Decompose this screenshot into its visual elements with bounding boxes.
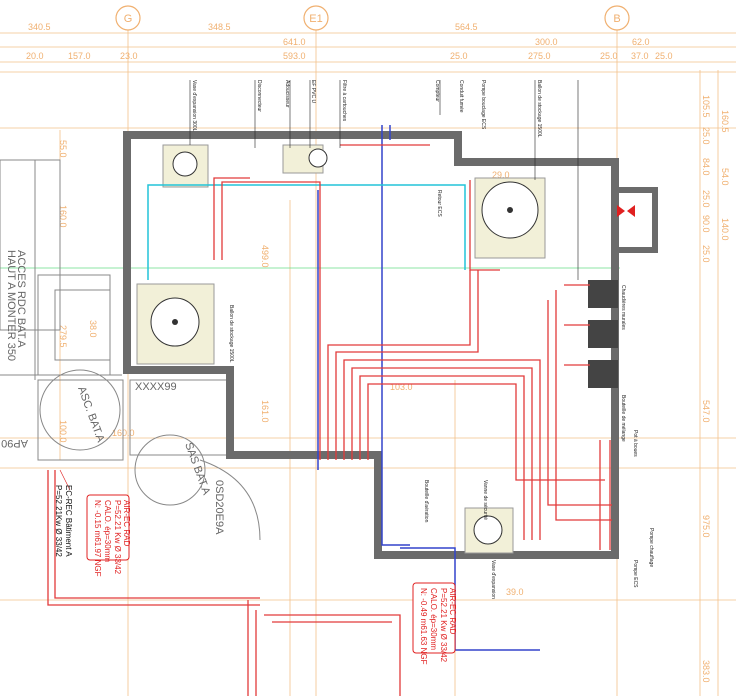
door-code-3: 0SD20E9A	[213, 480, 225, 535]
svg-text:105.5: 105.5	[701, 95, 711, 118]
boiler-room-walls	[123, 131, 619, 559]
svg-text:25.0: 25.0	[655, 51, 673, 61]
room-label-asc: ASC. BAT.A	[75, 385, 107, 445]
svg-text:AIR-EC RAD: AIR-EC RAD	[448, 588, 457, 634]
svg-text:Filtre à cartouches: Filtre à cartouches	[341, 80, 347, 122]
flue-icon	[617, 205, 635, 217]
svg-text:90.0: 90.0	[701, 215, 711, 233]
svg-text:564.5: 564.5	[455, 22, 478, 32]
room-label-acces: ACCES RDC BAT.A	[15, 250, 27, 348]
svg-text:55.0: 55.0	[58, 140, 68, 158]
svg-text:62.0: 62.0	[632, 37, 650, 47]
svg-text:54.0: 54.0	[720, 168, 730, 186]
svg-text:499.0: 499.0	[260, 245, 270, 268]
door-code-2: AP90	[1, 437, 28, 449]
right-dimensions: 105.5 25.0 84.0 25.0 90.0 25.0 547.0 975…	[701, 95, 730, 683]
axis-bubble-e1: E1	[303, 5, 329, 31]
storage-tank-right	[474, 177, 546, 259]
svg-text:Retour ECS: Retour ECS	[436, 190, 442, 217]
svg-text:39.0: 39.0	[506, 587, 524, 597]
svg-text:Chaudières murales: Chaudières murales	[620, 285, 626, 330]
svg-text:P=52.21 Kw Ø 33/42: P=52.21 Kw Ø 33/42	[439, 588, 448, 663]
svg-text:100.0: 100.0	[58, 420, 68, 443]
svg-text:300.0: 300.0	[535, 37, 558, 47]
axis-bubble-b: B	[604, 5, 630, 31]
svg-text:25.0: 25.0	[701, 127, 711, 145]
svg-text:23.0: 23.0	[120, 51, 138, 61]
svg-text:Pompe chauffage: Pompe chauffage	[648, 528, 654, 567]
svg-text:25.0: 25.0	[450, 51, 468, 61]
svg-text:593.0: 593.0	[283, 51, 306, 61]
svg-text:Pompe ECS: Pompe ECS	[632, 560, 638, 588]
svg-text:Adoucisseur: Adoucisseur	[284, 80, 290, 108]
svg-text:P=52.21 Kw Ø 33/42: P=52.21 Kw Ø 33/42	[113, 500, 122, 575]
svg-text:Vanne de sécurité: Vanne de sécurité	[482, 480, 488, 520]
svg-text:Pot à boues: Pot à boues	[632, 430, 638, 457]
svg-text:641.0: 641.0	[283, 37, 306, 47]
svg-text:29.0: 29.0	[492, 170, 510, 180]
svg-text:EF PVC U: EF PVC U	[310, 80, 316, 103]
svg-text:25.0: 25.0	[701, 245, 711, 263]
svg-text:Conduit fumée: Conduit fumée	[458, 80, 464, 113]
top-dimensions: 340.5 348.5 564.5 641.0 300.0 62.0 20.0 …	[26, 22, 673, 61]
expansion-vessel	[162, 144, 209, 188]
softener	[282, 144, 328, 174]
svg-text:37.0: 37.0	[631, 51, 649, 61]
svg-text:G: G	[124, 13, 133, 25]
hot-water-pipes	[47, 144, 612, 696]
callout-box-1: AIR-EC RAD P=52.21 Kw Ø 33/42 CALO. ép=3…	[86, 494, 131, 577]
svg-text:20.0: 20.0	[26, 51, 44, 61]
svg-text:38.0: 38.0	[88, 320, 98, 338]
svg-text:275.0: 275.0	[528, 51, 551, 61]
cyan-pipes	[147, 184, 466, 280]
svg-text:25.0: 25.0	[701, 190, 711, 208]
callout-box-2: AIR-EC RAD P=52.21 Kw Ø 33/42 CALO. ép=3…	[412, 582, 457, 665]
svg-text:383.0: 383.0	[701, 660, 711, 683]
svg-text:B: B	[613, 13, 620, 25]
svg-text:P=52.21Kw Ø 33/42: P=52.21Kw Ø 33/42	[54, 485, 63, 557]
svg-text:CALO. ép=30mm: CALO. ép=30mm	[103, 500, 112, 562]
svg-text:161.0: 161.0	[260, 400, 270, 423]
axis-bubble-g: G	[115, 5, 141, 31]
room-label-sas: SAS BAT.A	[182, 441, 212, 497]
expansion-vessel-2	[464, 507, 514, 554]
svg-text:N: -0.49 m61.63 NGF: N: -0.49 m61.63 NGF	[419, 588, 428, 665]
storage-tank-left	[136, 283, 215, 365]
boilers	[588, 280, 618, 388]
svg-text:Vase d'expansion 300L: Vase d'expansion 300L	[191, 80, 197, 132]
svg-text:E1: E1	[309, 13, 322, 25]
svg-text:CALO. ép=30mm: CALO. ép=30mm	[429, 588, 438, 650]
svg-text:160.5: 160.5	[720, 110, 730, 133]
svg-text:Compteur: Compteur	[434, 80, 440, 102]
svg-text:103.0: 103.0	[390, 382, 413, 392]
svg-text:Vase d'expansion: Vase d'expansion	[490, 560, 496, 599]
callout-ec-rec: EC-REC Bâtiment A P=52.21Kw Ø 33/42	[54, 485, 73, 557]
svg-text:84.0: 84.0	[701, 158, 711, 176]
svg-text:157.0: 157.0	[68, 51, 91, 61]
svg-text:348.5: 348.5	[208, 22, 231, 32]
svg-text:EC-REC Bâtiment A: EC-REC Bâtiment A	[64, 485, 73, 557]
svg-text:Bouteille de mélange: Bouteille de mélange	[620, 395, 626, 442]
svg-text:547.0: 547.0	[701, 400, 711, 423]
svg-text:279.5: 279.5	[58, 325, 68, 348]
equipment-labels: Vase d'expansion 300L Disconnecteur Adou…	[191, 80, 654, 599]
room-label-acces-note: HAUT A MONTER 350	[5, 250, 17, 361]
flue-shaft	[612, 187, 658, 253]
svg-text:Pompe bouclage ECS: Pompe bouclage ECS	[480, 80, 486, 130]
svg-text:340.5: 340.5	[28, 22, 51, 32]
svg-text:Bouteille d'aération: Bouteille d'aération	[423, 480, 429, 523]
svg-text:140.0: 140.0	[720, 218, 730, 241]
svg-text:Disconnecteur: Disconnecteur	[256, 80, 262, 112]
svg-text:Ballon de stockage 1500L: Ballon de stockage 1500L	[536, 80, 542, 138]
svg-text:975.0: 975.0	[701, 515, 711, 538]
svg-text:N: -0.15 m61.97 NGF: N: -0.15 m61.97 NGF	[93, 500, 102, 577]
svg-text:25.0: 25.0	[600, 51, 618, 61]
svg-text:Ballon de stockage 1500L: Ballon de stockage 1500L	[228, 305, 234, 363]
svg-text:160.0: 160.0	[58, 205, 68, 228]
svg-text:AIR-EC RAD: AIR-EC RAD	[122, 500, 131, 546]
leader-lines	[59, 80, 579, 491]
door-code: XXXX99	[135, 381, 177, 393]
